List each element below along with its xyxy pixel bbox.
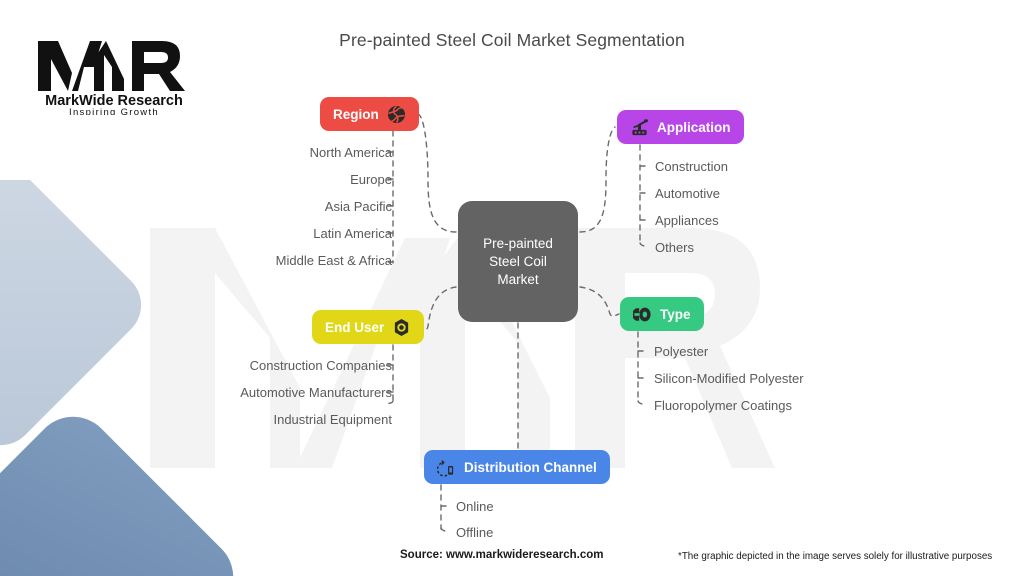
leaf-region-0[interactable]: North America: [309, 145, 392, 160]
globe-icon: [387, 105, 406, 124]
branch-badge-distribution-channel[interactable]: Distribution Channel: [424, 450, 610, 484]
share-device-icon: [437, 458, 456, 477]
decorative-triangle: [0, 400, 250, 576]
branch-badge-end-user[interactable]: End User: [312, 310, 425, 344]
branch-label-application: Application: [657, 119, 731, 135]
source-text: Source: www.markwideresearch.com: [400, 549, 604, 561]
page-title: Pre-painted Steel Coil Market Segmentati…: [339, 30, 685, 50]
leaf-application-1[interactable]: Automotive: [655, 186, 721, 201]
steel-coil-icon: [633, 305, 652, 324]
leaf-end-user-0[interactable]: Construction Companies: [249, 358, 392, 373]
branch-badge-region[interactable]: Region: [320, 97, 419, 131]
branch-label-type: Type: [660, 306, 691, 322]
decorative-shapes-group: [0, 180, 300, 576]
leaf-type-1[interactable]: Silicon-Modified Polyester: [654, 371, 804, 386]
disclaimer-text: *The graphic depicted in the image serve…: [678, 551, 993, 562]
leaf-application-0[interactable]: Construction: [655, 159, 728, 174]
leaf-end-user-2[interactable]: Industrial Equipment: [273, 412, 392, 427]
branch-label-end-user: End User: [325, 319, 385, 335]
leaf-application-3[interactable]: Others: [655, 240, 695, 255]
leaf-region-4[interactable]: Middle East & Africa: [275, 253, 392, 268]
leaf-distribution-0[interactable]: Online: [456, 499, 494, 514]
leaf-region-1[interactable]: Europe: [350, 172, 392, 187]
leaf-region-2[interactable]: Asia Pacific: [324, 199, 392, 214]
robot-arm-icon: [630, 118, 649, 137]
gear-nut-icon: [392, 318, 411, 337]
leaf-distribution-1[interactable]: Offline: [456, 525, 494, 540]
leaf-application-2[interactable]: Appliances: [655, 213, 719, 228]
leaf-type-2[interactable]: Fluoropolymer Coatings: [654, 398, 793, 413]
logo-tagline: Inspiring Growth: [69, 107, 159, 115]
markwide-research-logo: MarkWide Research Inspiring Growth: [38, 41, 185, 115]
leaf-region-3[interactable]: Latin America: [313, 226, 392, 241]
branch-badge-application[interactable]: Application: [617, 110, 744, 144]
branch-label-distribution-channel: Distribution Channel: [464, 459, 597, 475]
leaf-type-0[interactable]: Polyester: [654, 344, 709, 359]
branch-badge-type[interactable]: Type: [620, 297, 704, 331]
leaf-end-user-1[interactable]: Automotive Manufacturers: [240, 385, 392, 400]
logo-company-name: MarkWide Research: [45, 93, 183, 109]
branch-label-region: Region: [333, 106, 379, 122]
